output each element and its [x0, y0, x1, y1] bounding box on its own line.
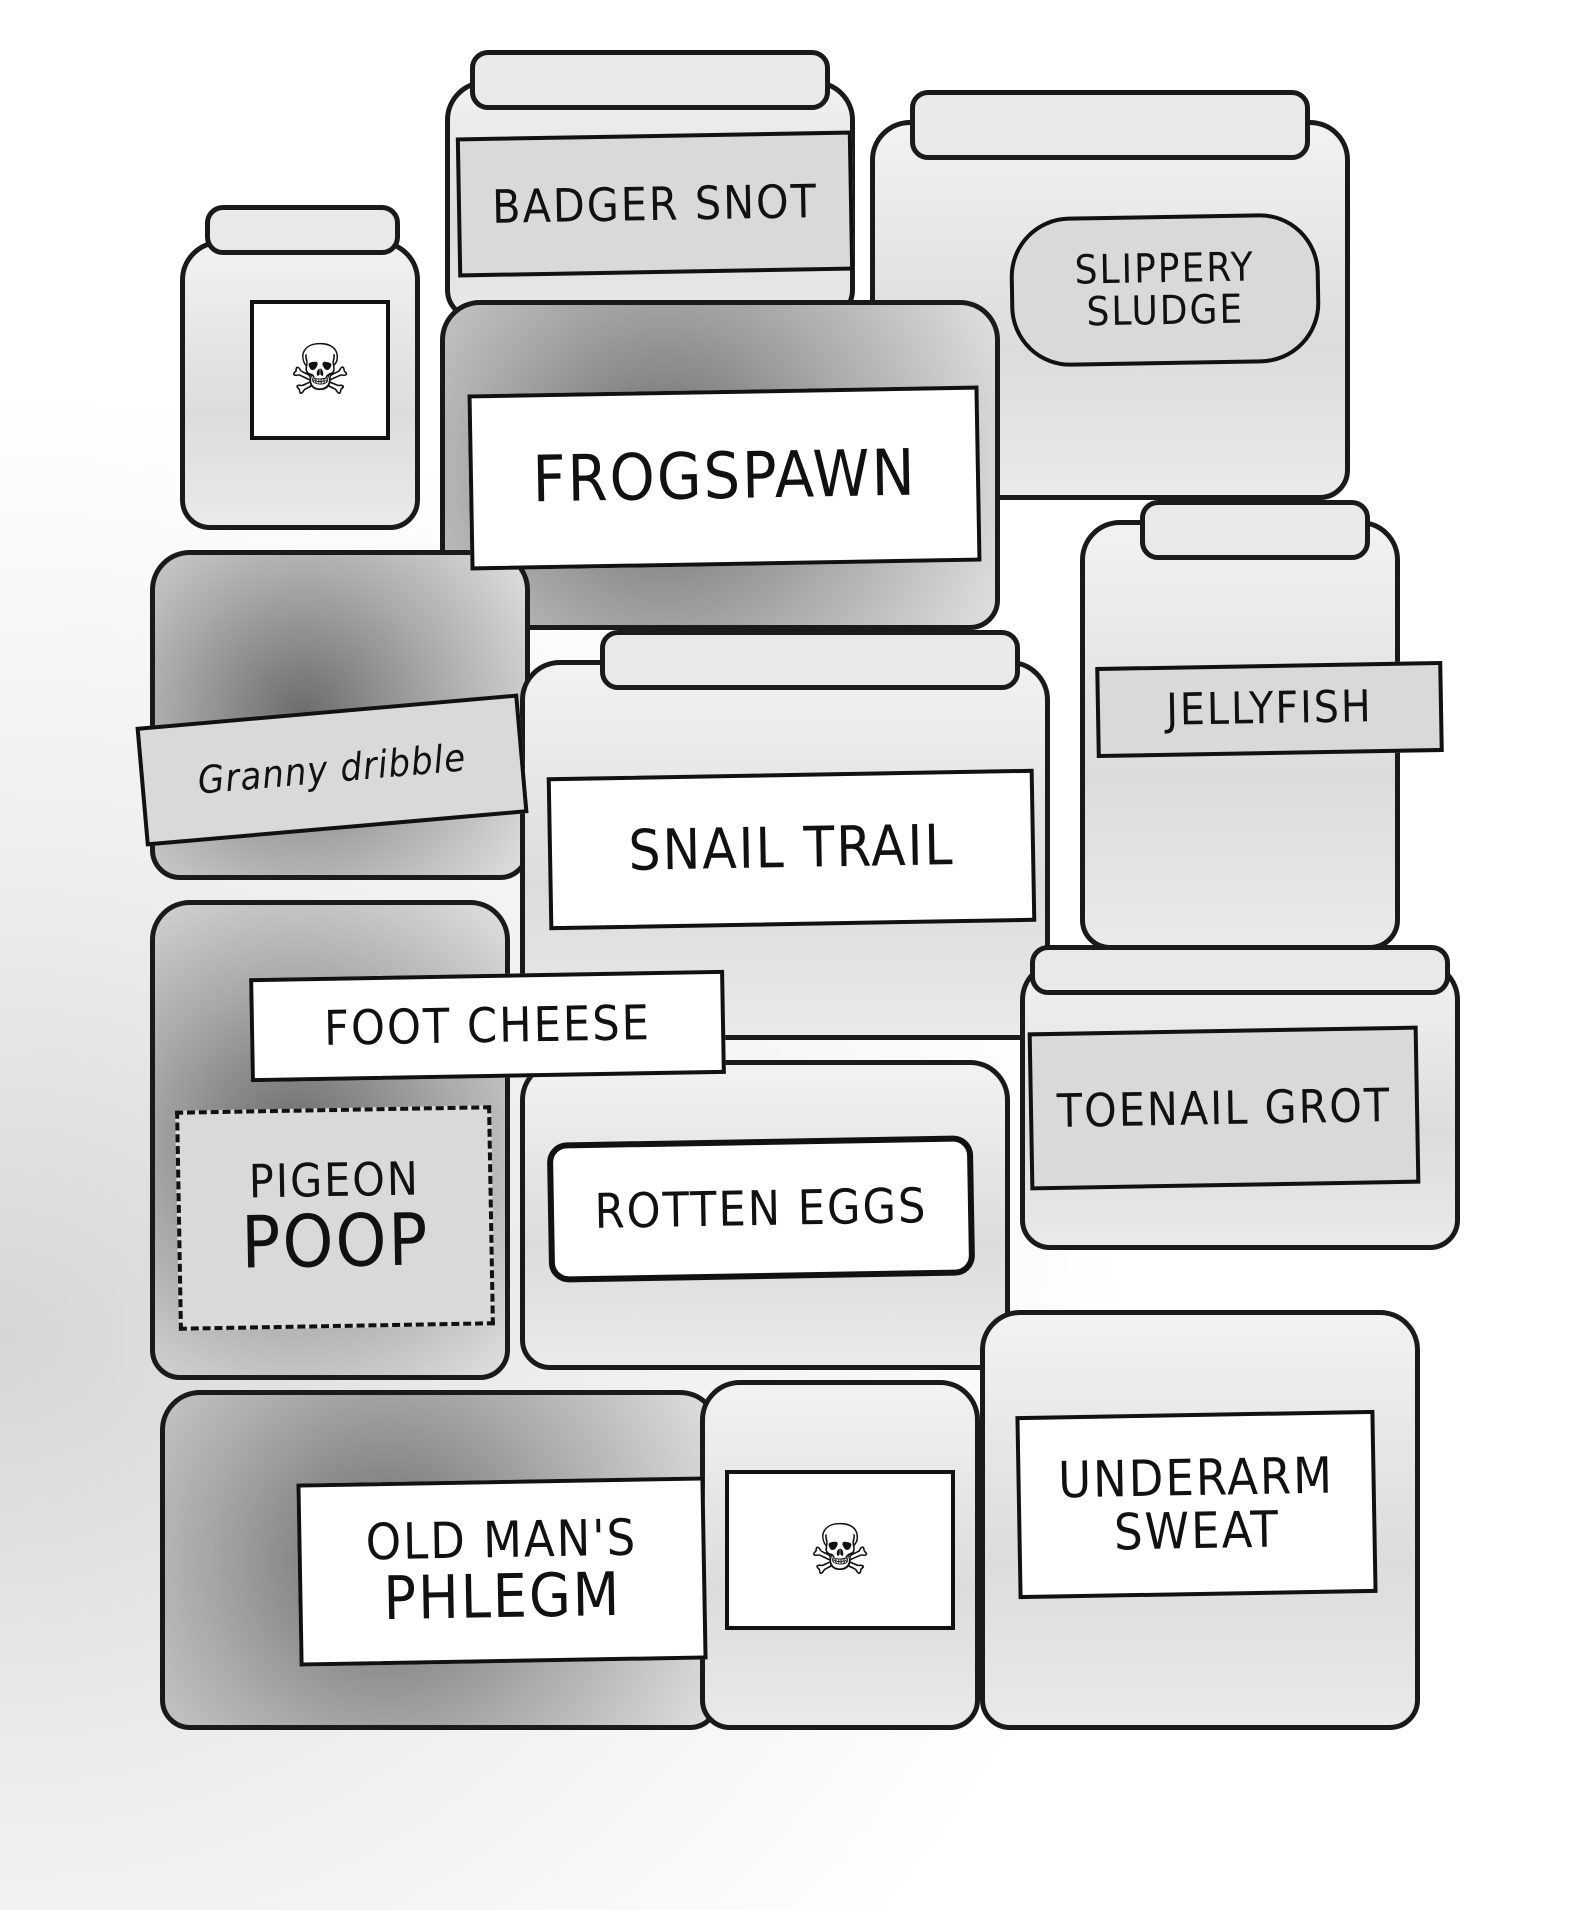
- label-jellyfish: JELLYFISH: [1095, 660, 1444, 759]
- label-text: SWEAT: [1113, 1500, 1281, 1561]
- label-frogspawn: FROGSPAWN: [467, 385, 982, 571]
- jar-lid: [470, 50, 830, 110]
- label-underarm-sweat: UNDERARM SWEAT: [1015, 1409, 1378, 1600]
- label-text: SLIPPERY SLUDGE: [1074, 244, 1256, 336]
- label-foot-cheese: FOOT CHEESE: [249, 969, 726, 1083]
- label-old-mans-phlegm: OLD MAN'S PHLEGM: [296, 1476, 708, 1667]
- label-slippery-sludge: SLIPPERY SLUDGE: [1008, 212, 1322, 368]
- skull-and-crossbones-icon: ☠: [250, 300, 390, 440]
- label-badger-snot: BADGER SNOT: [455, 130, 855, 278]
- label-text: POOP: [240, 1197, 431, 1285]
- label-text: UNDERARM: [1057, 1446, 1335, 1510]
- label-rotten-eggs: ROTTEN EGGS: [546, 1135, 976, 1283]
- jar-lid: [910, 90, 1310, 160]
- jar-lid: [205, 205, 400, 255]
- label-toenail-grot: TOENAIL GROT: [1027, 1025, 1421, 1191]
- jar-lid: [1140, 500, 1370, 560]
- label-snail-trail: SNAIL TRAIL: [546, 768, 1037, 931]
- jar-lid: [1030, 945, 1450, 995]
- label-pigeon-poop: PIGEON POOP: [175, 1105, 495, 1331]
- skull-and-crossbones-icon: ☠: [725, 1470, 955, 1630]
- label-text: PHLEGM: [382, 1560, 622, 1635]
- jar-lid: [600, 630, 1020, 690]
